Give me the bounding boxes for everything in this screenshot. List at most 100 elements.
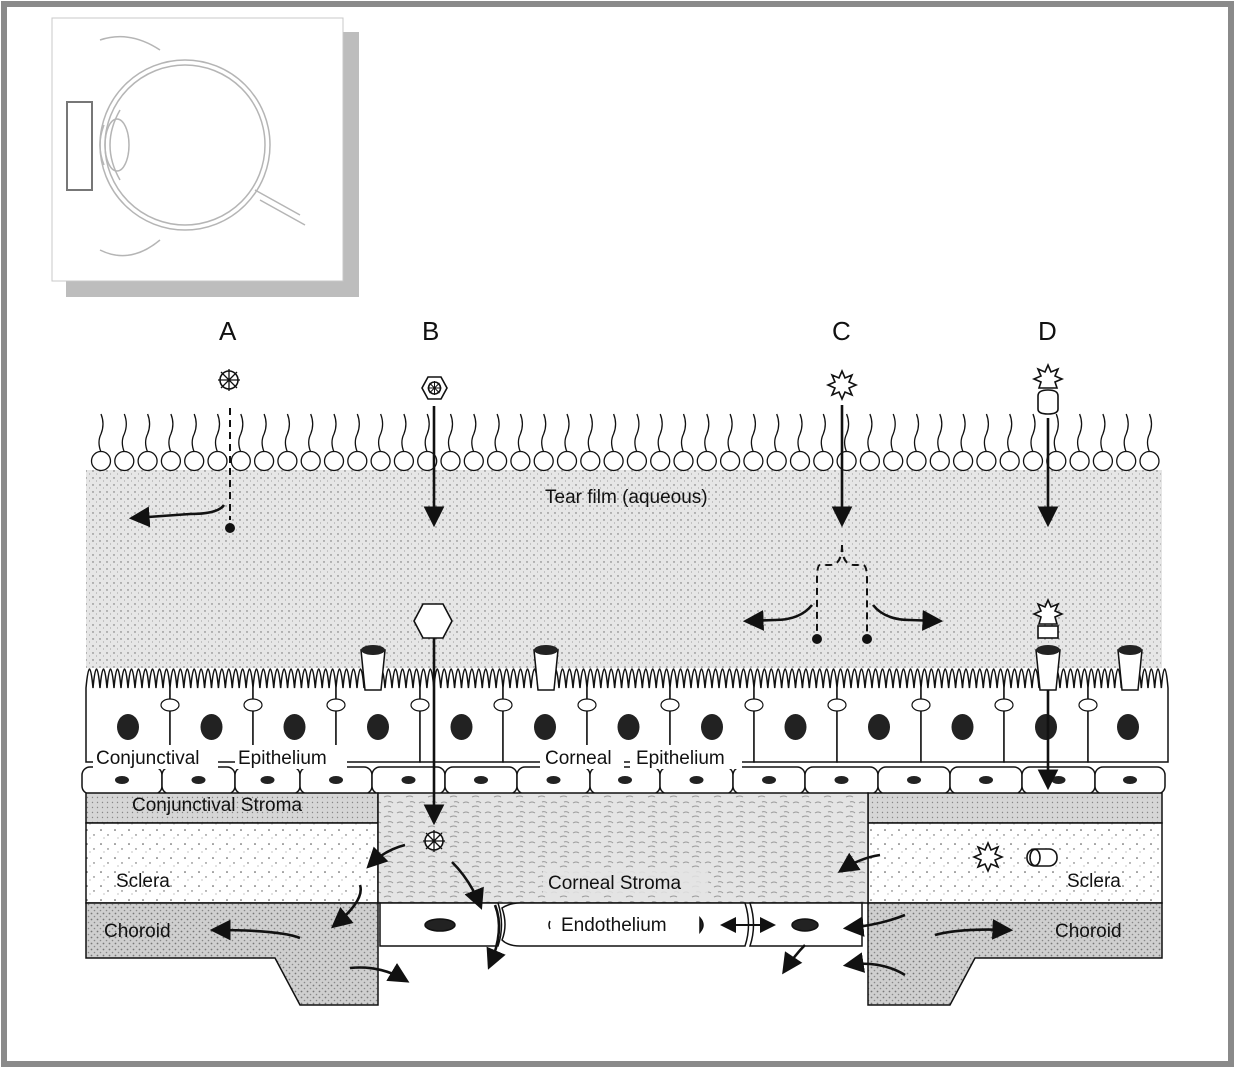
lipid-tail (332, 414, 336, 452)
lipid-head (208, 452, 227, 471)
cell-nucleus (201, 714, 223, 740)
cell-nucleus (868, 714, 890, 740)
lipid-tail (542, 414, 546, 452)
tight-junction (161, 699, 179, 711)
tight-junction (995, 699, 1013, 711)
basal-nucleus (1052, 776, 1066, 784)
basal-nucleus (907, 776, 921, 784)
sclera-left-label: Sclera (116, 871, 170, 892)
lipid-head (627, 452, 646, 471)
lipid-head (651, 452, 670, 471)
marker-c: C (832, 316, 851, 346)
basal-cell-row (82, 767, 1165, 794)
lipid-head (1024, 452, 1043, 471)
basal-nucleus (547, 776, 561, 784)
tight-junction (411, 699, 429, 711)
lipid-tail (705, 414, 709, 452)
endothelium-label: Endothelium (561, 915, 667, 936)
lipid-head (907, 452, 926, 471)
lipid-tail (728, 414, 732, 452)
choroid-left-band (86, 903, 378, 1005)
lipid-head (977, 452, 996, 471)
marker-b: B (422, 316, 439, 346)
lipid-tail (495, 414, 499, 452)
lipid-head (604, 452, 623, 471)
transporter-opening (1118, 645, 1142, 655)
basal-nucleus (474, 776, 488, 784)
basal-nucleus (1123, 776, 1137, 784)
choroid-right-label: Choroid (1055, 921, 1122, 942)
lipid-tail (938, 414, 942, 452)
hexagon-drug-icon (422, 377, 447, 399)
lipid-tail (682, 414, 686, 452)
lipid-tail (845, 414, 849, 452)
cell-nucleus (367, 714, 389, 740)
cell-nucleus (785, 714, 807, 740)
lipid-head (860, 452, 879, 471)
lipid-tail (1008, 414, 1012, 452)
lipid-tail (1124, 414, 1128, 452)
basal-nucleus (192, 776, 206, 784)
basal-nucleus (835, 776, 849, 784)
tight-junction (494, 699, 512, 711)
starburst-drug-icon (828, 371, 856, 399)
cell-nucleus (117, 714, 139, 740)
lipid-tail (472, 414, 476, 452)
tight-junction (578, 699, 596, 711)
tight-junction (828, 699, 846, 711)
marker-a: A (219, 316, 237, 346)
lipid-head (1070, 452, 1089, 471)
lipid-head (115, 452, 134, 471)
lipid-head (1093, 452, 1112, 471)
lipid-tail (891, 414, 895, 452)
basal-nucleus (690, 776, 704, 784)
prodrug-starburst-icon (1034, 365, 1062, 414)
lipid-head (348, 452, 367, 471)
lipid-tail (868, 414, 872, 452)
lipid-head (161, 452, 180, 471)
lipid-tail (588, 414, 592, 452)
lipid-head (1047, 452, 1066, 471)
lipid-head (767, 452, 786, 471)
lipid-head (558, 452, 577, 471)
lipid-head (441, 452, 460, 471)
lipid-tail (658, 414, 662, 452)
cell-nucleus (618, 714, 640, 740)
lipid-head (814, 452, 833, 471)
transporter-opening (1036, 645, 1060, 655)
lipid-head (884, 452, 903, 471)
lipid-tail (216, 414, 220, 452)
lipid-head (138, 452, 157, 471)
snowflake-drug-icon (218, 369, 240, 391)
lipid-head (1000, 452, 1019, 471)
lipid-tail (309, 414, 313, 452)
lipid-head (301, 452, 320, 471)
lipid-head (837, 452, 856, 471)
lipid-tail (915, 414, 919, 452)
lipid-tail (355, 414, 359, 452)
lipid-tail (262, 414, 266, 452)
transporter-protein (1118, 650, 1142, 690)
corneal-stroma-label: Corneal Stroma (548, 873, 681, 894)
lipid-tail (379, 414, 383, 452)
conj-epithelium-label-2: Epithelium (238, 748, 327, 769)
basal-nucleus (762, 776, 776, 784)
lipid-tail (449, 414, 453, 452)
lipid-tail (984, 414, 988, 452)
capsule-sclera-icon (1027, 849, 1057, 866)
basal-nucleus (115, 776, 129, 784)
lipid-head (791, 452, 810, 471)
corneal-epithelium-label-1: Corneal (545, 748, 612, 769)
lipid-tail (425, 414, 429, 452)
sclera-right-label: Sclera (1067, 871, 1121, 892)
starburst-sclera-icon (974, 843, 1002, 871)
lipid-tail (192, 414, 196, 452)
hexagon-carrier-icon (414, 604, 452, 638)
cell-nucleus (451, 714, 473, 740)
lipid-head (185, 452, 204, 471)
lipid-tail (612, 414, 616, 452)
lipid-tail (285, 414, 289, 452)
cell-nucleus (1035, 714, 1057, 740)
eye-inset (52, 18, 359, 297)
